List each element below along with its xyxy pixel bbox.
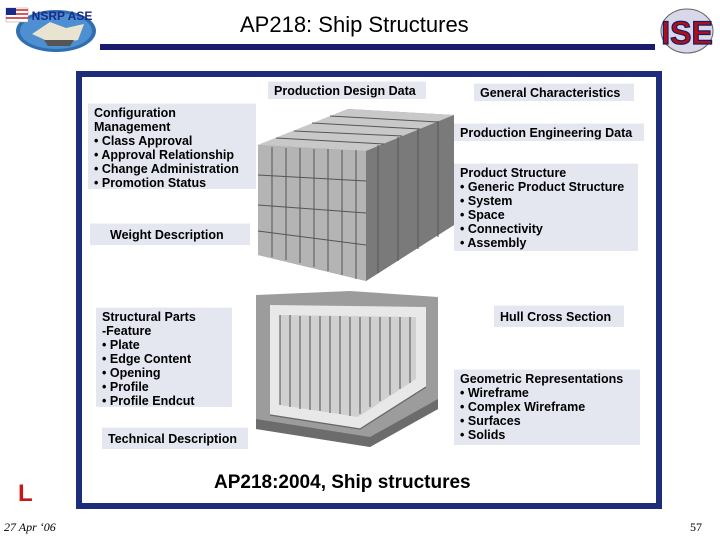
footer-date: 27 Apr ‘06: [4, 520, 56, 535]
structural-parts-feature: -Feature: [102, 324, 226, 338]
weight-description-box: Weight Description: [90, 223, 250, 245]
product-structure-item-assembly: Assembly: [460, 236, 632, 250]
production-engineering-data-box: Production Engineering Data: [454, 123, 644, 141]
geometric-item-wireframe: Wireframe: [460, 386, 634, 400]
general-characteristics-box: General Characteristics: [474, 83, 634, 101]
geometric-representations-box: Geometric Representations Wireframe Comp…: [454, 369, 640, 445]
product-structure-item-generic: Generic Product Structure: [460, 180, 632, 194]
structural-parts-box: Structural Parts -Feature Plate Edge Con…: [96, 307, 232, 407]
config-item-change-administration: Change Administration: [94, 162, 250, 176]
config-item-promotion-status: Promotion Status: [94, 176, 250, 190]
corner-mark: L: [18, 480, 33, 508]
structural-parts-title: Structural Parts: [102, 310, 226, 324]
title-underline: [100, 44, 655, 50]
geometric-item-solids: Solids: [460, 428, 634, 442]
structural-parts-item-opening: Opening: [102, 366, 226, 380]
structural-parts-item-profile-endcut: Profile Endcut: [102, 394, 226, 408]
configuration-management-title: Configuration Management: [94, 106, 250, 134]
ise-logo-text: ISE: [661, 15, 713, 51]
ise-logo: ISE: [656, 4, 718, 54]
upper-hull-block-illustration: [248, 105, 464, 281]
figure-caption: AP218:2004, Ship structures: [214, 472, 471, 494]
technical-description-box: Technical Description: [102, 427, 248, 449]
product-structure-item-system: System: [460, 194, 632, 208]
hull-cross-section-box: Hull Cross Section: [494, 305, 624, 327]
production-design-data-box: Production Design Data: [268, 81, 426, 99]
geometric-item-surfaces: Surfaces: [460, 414, 634, 428]
product-structure-title: Product Structure: [460, 166, 632, 180]
page-title: AP218: Ship Structures: [240, 12, 469, 38]
hull-cross-section-illustration: [250, 289, 464, 449]
structural-parts-item-profile: Profile: [102, 380, 226, 394]
geometric-item-complex-wireframe: Complex Wireframe: [460, 400, 634, 414]
config-item-class-approval: Class Approval: [94, 134, 250, 148]
structural-parts-item-edge-content: Edge Content: [102, 352, 226, 366]
product-structure-item-space: Space: [460, 208, 632, 222]
product-structure-box: Product Structure Generic Product Struct…: [454, 163, 638, 251]
ship-structure-diagram: Production Design Data General Character…: [88, 79, 646, 449]
nsrp-ase-logo-text: NSRP ASE: [32, 9, 93, 23]
configuration-management-box: Configuration Management Class Approval …: [88, 103, 256, 189]
nsrp-ase-logo: NSRP ASE: [4, 4, 98, 54]
page-number: 57: [690, 520, 702, 535]
structural-parts-item-plate: Plate: [102, 338, 226, 352]
geometric-representations-title: Geometric Representations: [460, 372, 634, 386]
product-structure-item-connectivity: Connectivity: [460, 222, 632, 236]
config-item-approval-relationship: Approval Relationship: [94, 148, 250, 162]
